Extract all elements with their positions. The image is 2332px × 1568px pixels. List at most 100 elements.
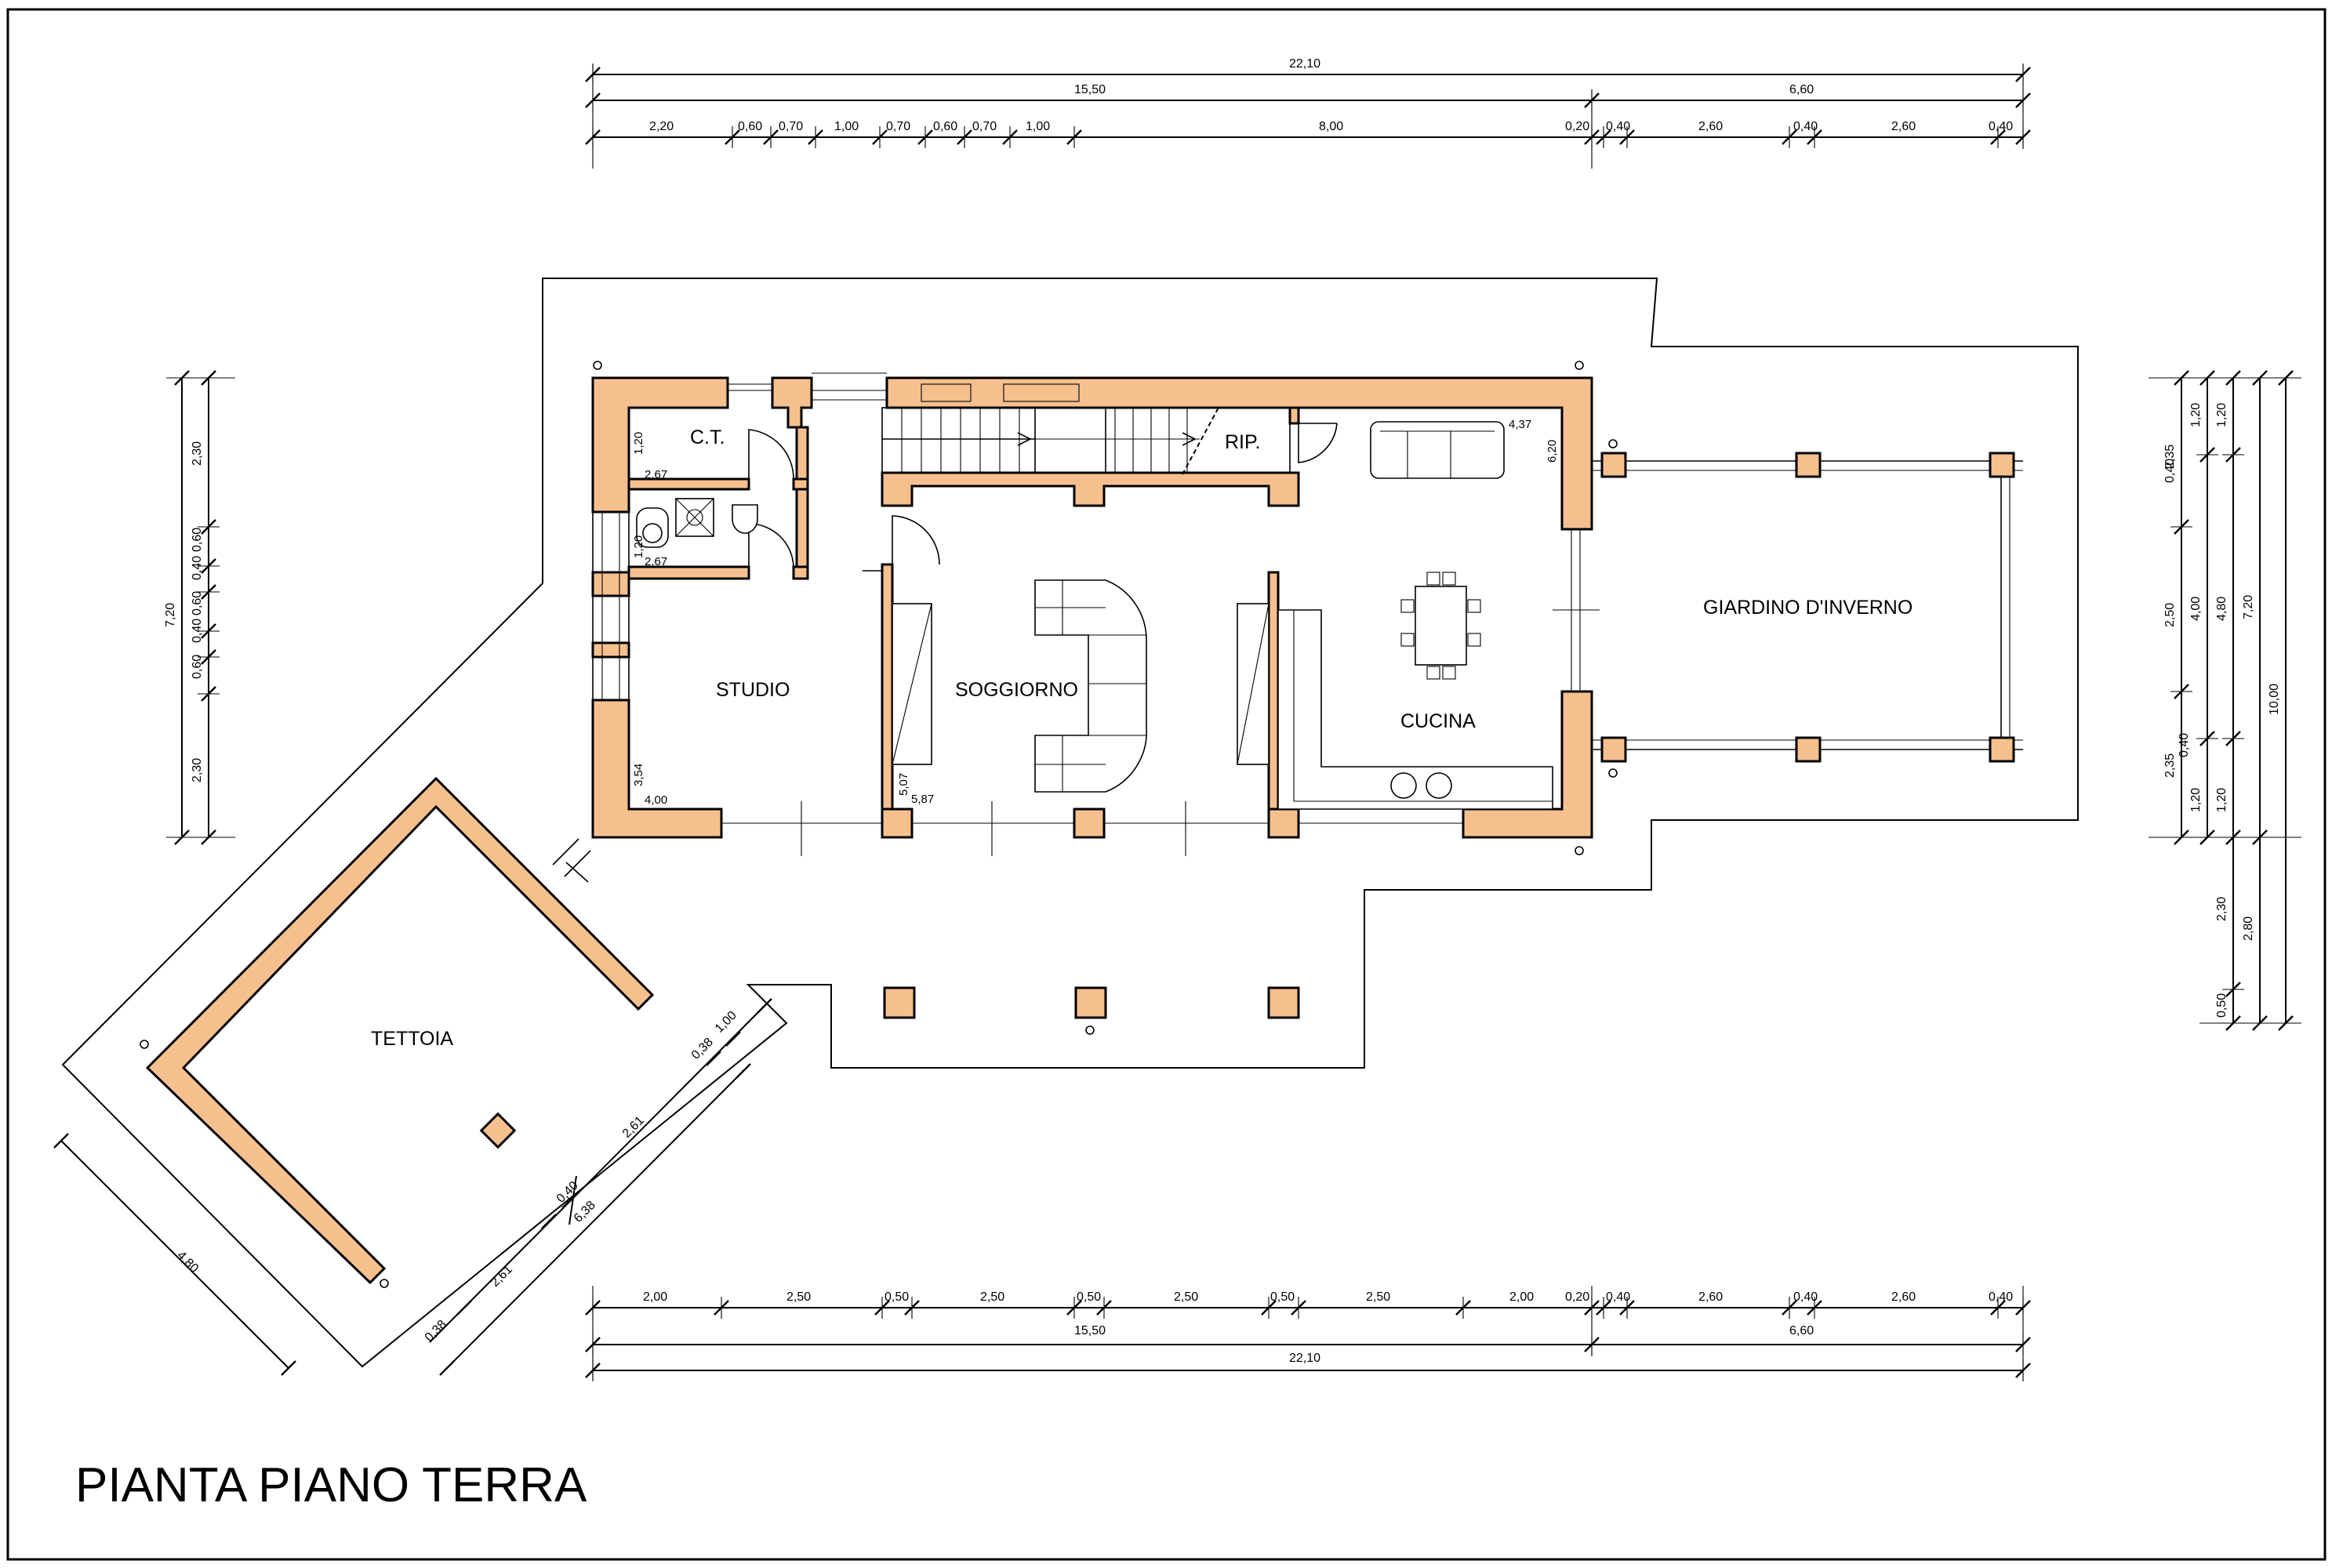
dim-right-c3-1: 4,80 <box>2215 597 2228 621</box>
columns <box>883 452 2015 1019</box>
dims-right-lines <box>2149 369 2301 1032</box>
wall-south-east <box>1462 690 1593 839</box>
ct-width: 2,67 <box>645 468 667 481</box>
dim-tettoia-outer: 4,80 <box>174 1249 201 1276</box>
dim-top-d11: 2,60 <box>1698 120 1723 133</box>
wc-width: 2,67 <box>645 555 667 568</box>
pier-south-3 <box>1267 808 1300 839</box>
partition-ct-wc <box>627 477 750 491</box>
dim-left-d2: 0,40 <box>191 556 204 580</box>
partition-wc-studio <box>627 565 750 580</box>
dim-right-c1-4: 0,40 <box>2178 733 2191 757</box>
dim-top-d14: 0,40 <box>1989 120 2013 133</box>
studio-height: 3,54 <box>632 764 645 786</box>
partition-stair <box>881 471 1300 507</box>
dim-bot-d0: 2,00 <box>643 1290 667 1304</box>
dim-bot-total: 22,10 <box>1289 1352 1320 1365</box>
dim-left-total: 7,20 <box>164 603 177 627</box>
east-glazing <box>1553 529 1600 691</box>
sheet-title: PIANTA PIANO TERRA <box>75 1458 587 1512</box>
partition-ct-wc-right <box>792 477 809 491</box>
dim-bot-d6: 0,50 <box>1270 1290 1295 1304</box>
dim-right-c3-3: 2,30 <box>2215 897 2228 921</box>
wc-fixtures <box>636 498 758 548</box>
dim-top-d6: 0,70 <box>972 120 997 133</box>
dim-tettoia-a2: 2,61 <box>620 1114 647 1141</box>
dim-top-d0: 2,20 <box>649 120 674 133</box>
dims-top-ticks <box>584 64 2032 148</box>
partition-wc-vertical <box>795 488 809 568</box>
dim-top-d9: 0,20 <box>1565 120 1589 133</box>
dim-right-c1-3: 2,35 <box>2163 753 2177 778</box>
dim-bot-d4: 0,50 <box>1077 1290 1101 1304</box>
dim-top-d8: 8,00 <box>1319 120 1343 133</box>
dim-bot-sub-2: 6,60 <box>1789 1324 1814 1338</box>
dim-bot-d1: 2,50 <box>786 1290 811 1304</box>
cucina-height: 6,20 <box>1546 440 1559 463</box>
ct-height: 1,20 <box>632 432 645 455</box>
dim-right-c1-0: 2,35 <box>2163 445 2177 469</box>
wall-north-pier-1 <box>771 376 813 429</box>
room-label-tettoia: TETTOIA <box>371 1028 453 1050</box>
dim-top-d1: 0,60 <box>738 120 762 133</box>
wall-west-mid <box>591 571 630 597</box>
north-windows <box>728 372 1080 402</box>
downpipes <box>140 361 1618 1288</box>
dim-bot-d2: 0,50 <box>884 1290 909 1304</box>
pier-south-2 <box>1073 808 1106 839</box>
kitchen-counter <box>1277 609 1553 810</box>
staircase <box>881 405 1291 475</box>
west-windows <box>592 511 630 701</box>
dim-left-d0: 2,30 <box>191 441 204 466</box>
tettoia-column <box>479 1112 517 1149</box>
dims-right-ticks <box>2170 369 2297 1032</box>
dim-tettoia-a0: 1,00 <box>713 1009 739 1036</box>
dim-top-d2: 0,70 <box>779 120 803 133</box>
dim-bot-d5: 2,50 <box>1174 1290 1198 1304</box>
partition-rip <box>1288 406 1300 425</box>
dim-bot-d10: 0,40 <box>1606 1290 1630 1304</box>
dim-top-sub-1: 15,50 <box>1074 83 1106 96</box>
room-label-rip: RIP. <box>1225 431 1260 453</box>
dim-bot-d7: 2,50 <box>1366 1290 1390 1304</box>
sofa-soggiorno <box>1034 579 1147 793</box>
cucina-width: 4,37 <box>1509 418 1531 431</box>
dims-top-lines <box>584 64 2032 169</box>
wc-height: 1,20 <box>632 535 645 558</box>
south-glazing <box>721 801 1463 856</box>
dim-bot-d14: 0,40 <box>1989 1290 2013 1304</box>
room-label-giardino: GIARDINO D'INVERNO <box>1703 597 1912 619</box>
dim-right-c1-2: 2,50 <box>2163 603 2177 627</box>
dim-top-d12: 0,40 <box>1793 120 1818 133</box>
dim-right-c2-1: 4,00 <box>2189 597 2203 621</box>
sofa-cucina <box>1370 421 1505 479</box>
dim-bot-d3: 2,50 <box>980 1290 1004 1304</box>
dim-right-c4-0: 7,20 <box>2242 595 2255 619</box>
dim-right-c3-2: 1,20 <box>2215 788 2228 812</box>
dim-top-sub-2: 6,60 <box>1789 83 1814 96</box>
dim-bot-d13: 2,60 <box>1891 1290 1916 1304</box>
dim-right-c5: 10,00 <box>2268 684 2281 715</box>
partition-studio-sogg <box>881 563 894 811</box>
sogg-height: 5,07 <box>897 773 910 796</box>
dim-top-d13: 2,60 <box>1891 120 1916 133</box>
dims-left-lines <box>166 369 235 846</box>
dim-top-d3: 1,00 <box>834 120 859 133</box>
dims-bottom-lines <box>584 1286 2032 1381</box>
dim-tettoia-b0: 2,61 <box>489 1263 515 1290</box>
sogg-width: 5,87 <box>911 793 934 806</box>
dim-top-total: 22,10 <box>1289 57 1320 71</box>
tv-cabinets <box>892 603 1270 765</box>
terrace-outline <box>61 278 2079 1368</box>
dim-bot-d11: 2,60 <box>1698 1290 1723 1304</box>
dining-table <box>1400 572 1481 680</box>
dim-top-d4: 0,70 <box>886 120 910 133</box>
dim-top-d10: 0,40 <box>1606 120 1630 133</box>
dim-left-d6: 2,30 <box>191 758 204 782</box>
dim-bot-d8: 2,00 <box>1509 1290 1534 1304</box>
dim-top-d7: 1,00 <box>1026 120 1050 133</box>
dim-right-c3-0: 1,20 <box>2215 403 2228 427</box>
dim-left-d1: 0,60 <box>191 528 204 552</box>
partition-sogg-cucina <box>1267 571 1280 811</box>
